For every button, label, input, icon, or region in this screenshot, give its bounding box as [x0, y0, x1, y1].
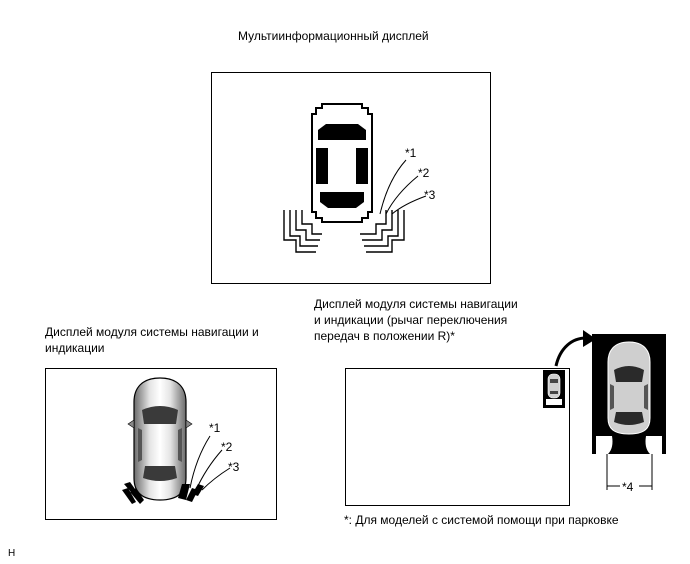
- pixel-car-windows: [316, 124, 368, 208]
- right-sensor-arcs: [360, 210, 405, 253]
- nav-display-title-line2: индикации: [45, 341, 105, 355]
- corner-mark: H: [8, 548, 16, 559]
- nav-callout-2: *2: [221, 440, 233, 454]
- nav-callout-1: *1: [209, 421, 221, 435]
- left-sensor-arcs: [283, 210, 322, 253]
- pixel-car-icon: [311, 103, 373, 223]
- multi-callout-3: *3: [424, 188, 436, 202]
- multi-display-title: Мультиинформационный дисплей: [238, 29, 429, 43]
- multi-display-panel: [211, 72, 491, 284]
- nav-display-title-line1: Дисплей модуля системы навигации и: [45, 325, 259, 339]
- multi-display-leaders: [379, 159, 427, 215]
- nav-display-leaders: [189, 435, 231, 491]
- nav-r-title-line3: передач в положении R)*: [314, 329, 455, 343]
- nav-r-title-line1: Дисплей модуля системы навигации: [314, 297, 518, 311]
- enlarged-car-icon: [607, 341, 651, 435]
- enlarged-sensor-zones: [596, 436, 662, 454]
- nav-r-panel: [345, 368, 570, 506]
- mini-car-icon: [546, 373, 562, 405]
- multi-callout-1: *1: [405, 146, 417, 160]
- curved-arrow-icon: [554, 330, 596, 367]
- nav-r-callout-4: *4: [622, 480, 634, 494]
- shaded-car-icon: [127, 377, 193, 501]
- nav-sensor-arcs: [122, 482, 204, 504]
- footnote: *: Для моделей с системой помощи при пар…: [344, 513, 619, 527]
- nav-r-title-line2: и индикации (рычаг переключения: [314, 313, 508, 327]
- nav-callout-3: *3: [228, 460, 240, 474]
- multi-callout-2: *2: [418, 166, 430, 180]
- dimension-bracket: [606, 454, 653, 490]
